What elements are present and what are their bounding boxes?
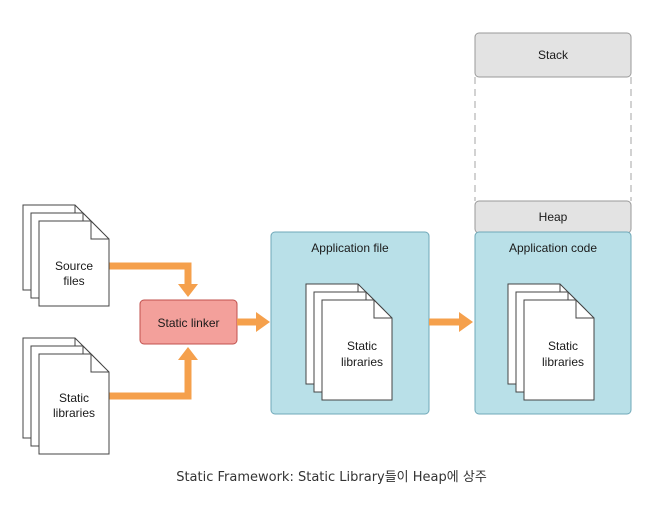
static-libraries-label-line1: Static: [59, 391, 89, 405]
heap-label: Heap: [539, 210, 568, 224]
figure-caption: Static Framework: Static Library들이 Heap에…: [176, 470, 487, 485]
source-files-sheet-3-icon-fold: [90, 221, 109, 240]
app-file-libraries-label-line2: libraries: [341, 355, 383, 369]
static-libraries-label-line2: libraries: [53, 406, 95, 420]
source-files-label-line1: Source: [55, 259, 93, 273]
static-libraries-sheet-3-icon: [38, 353, 110, 455]
app-file-libraries-label-line1: Static: [347, 339, 377, 353]
application-code-label: Application code: [509, 241, 597, 255]
source-files-label-line2: files: [63, 274, 84, 288]
stack-box: [474, 32, 632, 78]
static-linker-group: Static linker: [139, 299, 238, 345]
arrowhead-up: [178, 347, 198, 360]
app-file-libraries-sheet-3-icon-fold: [373, 300, 392, 319]
arrowhead-down: [178, 284, 198, 297]
app-code-libraries-label-line2: libraries: [542, 355, 584, 369]
static-libraries-sheet-3-icon-fold: [90, 354, 109, 373]
source-files-sheet-3-icon: [38, 220, 110, 307]
arrow-libraries-to-linker: [109, 359, 192, 400]
static-linker-label: Static linker: [157, 316, 219, 330]
arrowhead-right-2: [459, 312, 473, 332]
application-file-label: Application file: [311, 241, 389, 255]
arrowhead-right-1: [256, 312, 270, 332]
app-code-libraries-sheet-3-icon-fold: [575, 300, 594, 319]
arrow-source-to-linker: [109, 262, 192, 285]
arrowheads: [178, 284, 473, 360]
arrows: [109, 262, 460, 400]
app-file-libraries-sheet-3-icon: [321, 299, 393, 401]
app-code-libraries-label-line1: Static: [548, 339, 578, 353]
stack-label: Stack: [538, 48, 569, 62]
document-stacks: [22, 204, 595, 455]
app-code-libraries-sheet-3-icon: [523, 299, 595, 401]
